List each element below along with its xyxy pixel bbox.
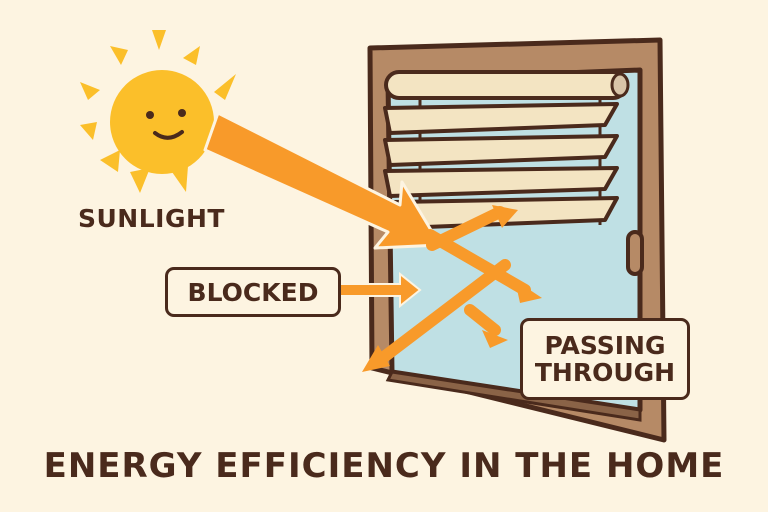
passing-through-label-box: PASSING THROUGH xyxy=(520,318,690,400)
page-title: ENERGY EFFICIENCY IN THE HOME xyxy=(43,446,725,486)
blocked-label-box: BLOCKED xyxy=(165,267,341,317)
window-blinds-icon xyxy=(383,70,630,230)
passing-label-line2: THROUGH xyxy=(534,358,676,387)
passing-label-line1: PASSING xyxy=(544,331,666,360)
sunlight-label: SUNLIGHT xyxy=(78,204,225,233)
blocked-label: BLOCKED xyxy=(187,277,319,307)
arrow-icon xyxy=(203,111,542,372)
sun-icon xyxy=(80,30,236,193)
